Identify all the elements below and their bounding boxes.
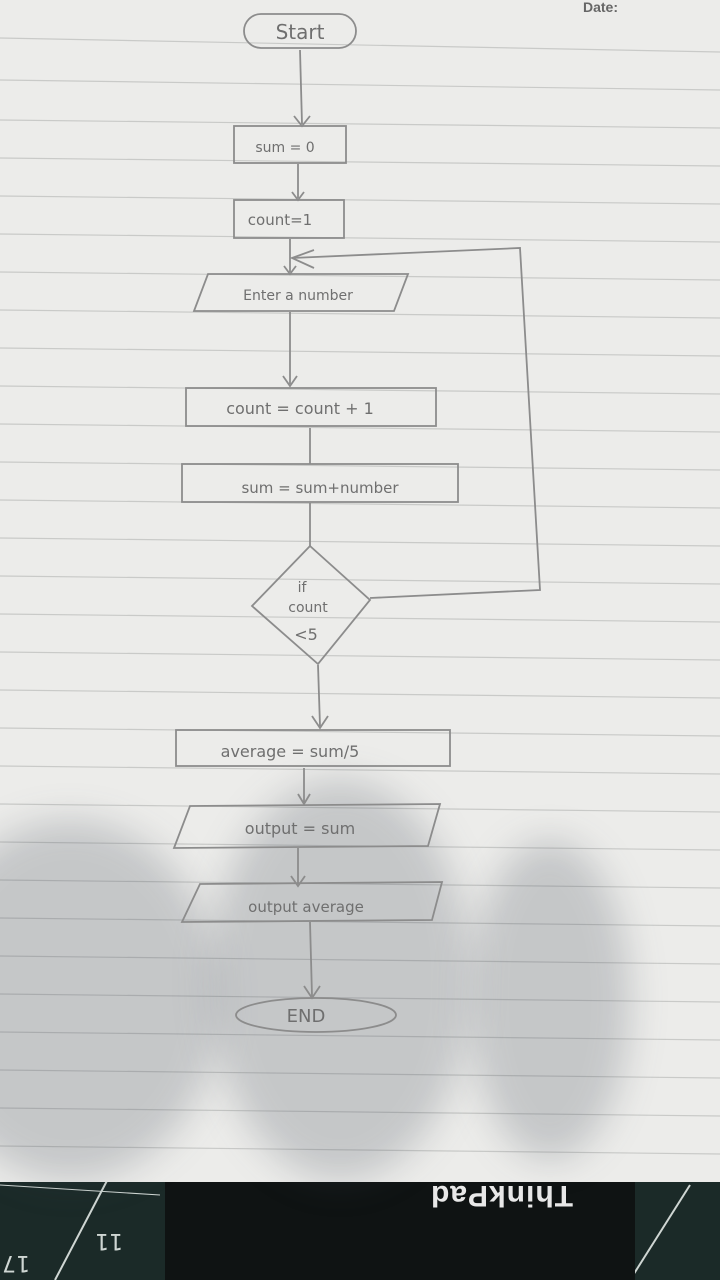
init-count-label: count=1 bbox=[248, 211, 312, 229]
date-label: Date: bbox=[583, 0, 619, 15]
ruler-mark-11: 11 bbox=[95, 1228, 123, 1253]
laptop-brand: ThinkPad bbox=[430, 1179, 574, 1212]
hand-shadow-right bbox=[470, 840, 630, 1160]
decision-line3: <5 bbox=[294, 625, 318, 644]
arrowhead bbox=[282, 375, 298, 388]
decision-line1: if bbox=[298, 580, 308, 596]
output-average-label: output average bbox=[248, 898, 364, 916]
arrow-to-end bbox=[309, 921, 313, 997]
init-sum-label: sum = 0 bbox=[255, 140, 314, 156]
ruled-lines bbox=[0, 37, 720, 1155]
notebook-page: Date: Start sum = 0 count=1 Enter a numb… bbox=[0, 0, 720, 1182]
flowchart: Start sum = 0 count=1 Enter a number bbox=[172, 13, 541, 1033]
decision-diamond bbox=[250, 544, 372, 666]
compute-average-label: average = sum/5 bbox=[221, 742, 360, 761]
end-terminal bbox=[235, 997, 397, 1033]
init-count-box bbox=[233, 199, 345, 239]
input-number-label: Enter a number bbox=[243, 288, 353, 304]
output-sum-label: output = sum bbox=[245, 819, 355, 838]
update-sum-label: sum = sum+number bbox=[241, 479, 399, 497]
increment-count-box bbox=[185, 387, 437, 427]
compute-average-box bbox=[175, 729, 451, 767]
end-label: END bbox=[287, 1006, 326, 1027]
arrowhead bbox=[311, 715, 329, 730]
output-sum-box bbox=[172, 803, 442, 849]
ruler-mark-17: 17 bbox=[2, 1250, 30, 1275]
start-terminal bbox=[243, 13, 357, 49]
laptop-edge bbox=[165, 1170, 635, 1280]
decision-line2: count bbox=[288, 600, 328, 616]
arrowhead bbox=[290, 875, 306, 888]
output-average-box bbox=[180, 881, 444, 923]
update-sum-box bbox=[181, 463, 459, 503]
input-number-box bbox=[192, 273, 410, 312]
loop-arrowhead bbox=[289, 249, 315, 269]
arrow-decision-to-average bbox=[317, 664, 321, 727]
loop-back-line bbox=[291, 247, 541, 599]
arrow-start-to-sum bbox=[299, 49, 303, 125]
init-sum-box bbox=[233, 125, 347, 164]
increment-count-label: count = count + 1 bbox=[226, 399, 374, 418]
start-label: Start bbox=[276, 20, 325, 44]
arrowhead bbox=[297, 793, 311, 806]
